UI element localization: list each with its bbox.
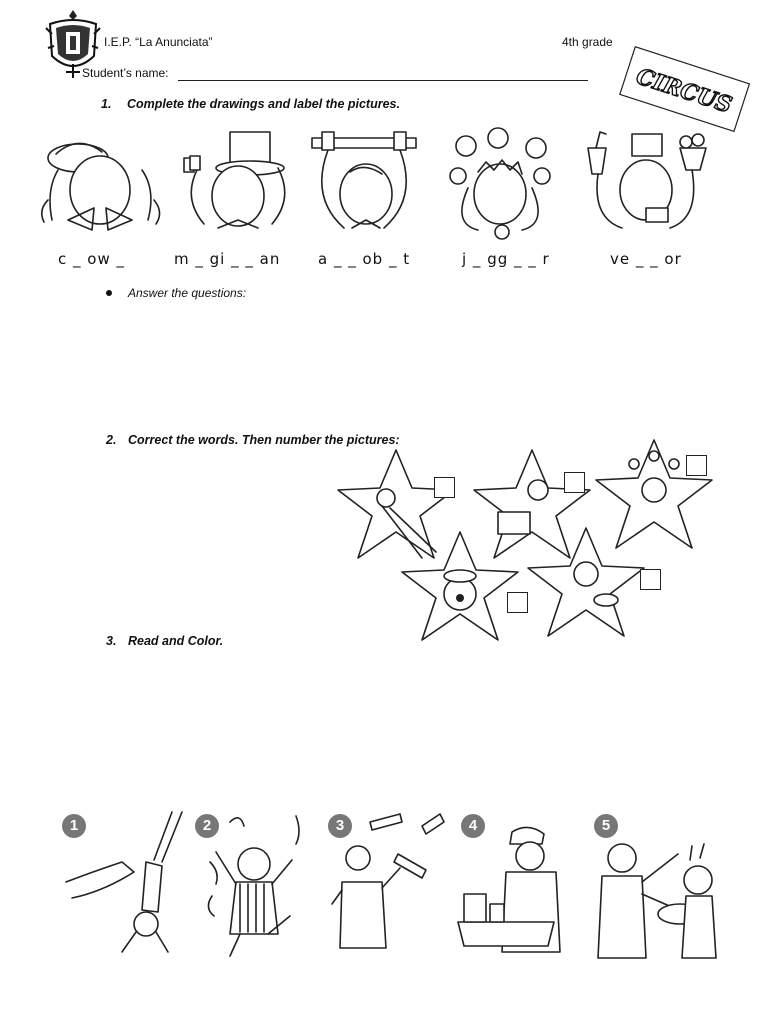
- magician-drawing: [178, 128, 298, 240]
- star-magician: [527, 527, 645, 637]
- juggler-drawing: [438, 127, 558, 240]
- grade-label: 4th grade: [562, 35, 613, 49]
- star-clown: [401, 531, 519, 641]
- section2-instruction: Correct the words. Then number the pictu…: [128, 433, 400, 447]
- bullet-dot: [106, 290, 112, 296]
- section3-number: 3.: [106, 634, 117, 648]
- badge-1: 1: [62, 814, 86, 838]
- section2-number: 2.: [106, 433, 117, 447]
- checkbox-clown[interactable]: [507, 592, 528, 613]
- acrobat-drawing: [304, 128, 424, 240]
- answer-questions-text: Answer the questions:: [128, 286, 247, 300]
- school-crest: [44, 8, 102, 80]
- badge-5: 5: [594, 814, 618, 838]
- circus-stamp: CIRCUS: [614, 46, 754, 133]
- word-juggler: j _ gg _ _ r: [462, 250, 550, 268]
- vendor-drawing: [582, 128, 712, 240]
- student-name-label: Student’s name:: [82, 66, 169, 80]
- checkbox-vendor[interactable]: [564, 472, 585, 493]
- magician-scene: [594, 834, 720, 964]
- section3-instruction: Read and Color.: [128, 634, 224, 648]
- student-name-line[interactable]: [178, 68, 588, 81]
- star-vendor: [473, 449, 591, 559]
- badge-4: 4: [461, 814, 485, 838]
- section1-instruction: Complete the drawings and label the pict…: [127, 97, 400, 111]
- section1-number: 1.: [101, 97, 112, 111]
- acrobat-scene: [62, 811, 192, 962]
- stars-picture-group: [336, 436, 716, 648]
- juggler-scene: [330, 808, 450, 962]
- badge-3: 3: [328, 814, 352, 838]
- vendor-scene: [457, 822, 578, 962]
- school-name: I.E.P. “La Anunciata”: [104, 35, 213, 49]
- badge-2: 2: [195, 814, 219, 838]
- word-clown: c _ ow _: [58, 250, 125, 268]
- clown-scene: [200, 812, 310, 962]
- word-magician: m _ gi _ _ an: [174, 250, 281, 268]
- clown-drawing: [38, 130, 166, 240]
- checkbox-magician[interactable]: [640, 569, 661, 590]
- checkbox-acrobat[interactable]: [434, 477, 455, 498]
- word-vendor: ve _ _ or: [610, 250, 682, 268]
- checkbox-juggler[interactable]: [686, 455, 707, 476]
- star-acrobat: [337, 449, 455, 559]
- star-juggler: [595, 439, 713, 549]
- word-acrobat: a _ _ ob _ t: [318, 250, 411, 268]
